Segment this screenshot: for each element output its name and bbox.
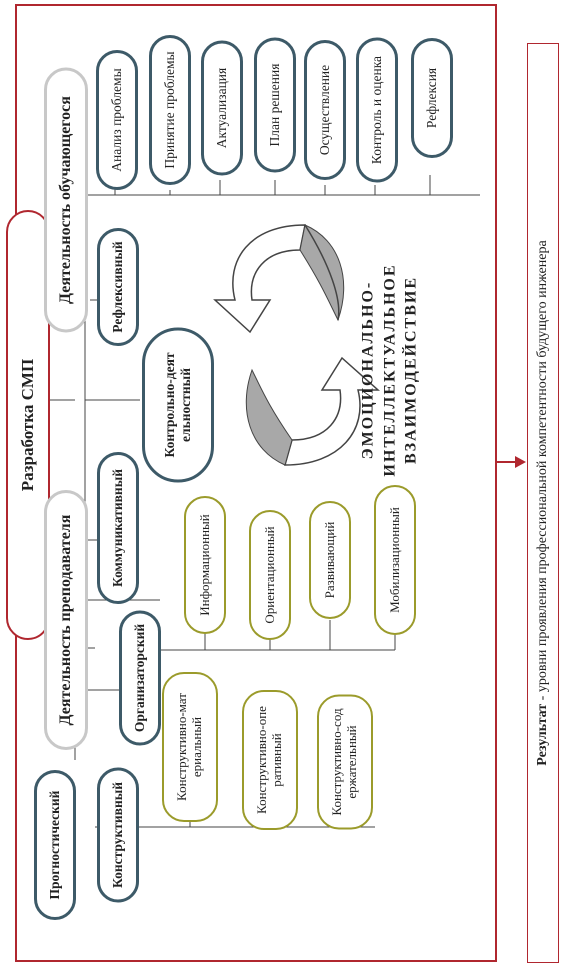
stage-plan-node: План решения bbox=[254, 37, 296, 173]
control-label: Контрольно-деятельностный bbox=[162, 352, 193, 458]
stage-actualization-label: Актуализация bbox=[214, 67, 230, 149]
stage-reflection-node: Рефлексия bbox=[411, 38, 453, 158]
interaction-line-3: ВЗАИМОДЕЙСТВИЕ bbox=[402, 276, 420, 465]
stage-analysis-node: Анализ проблемы bbox=[96, 50, 138, 190]
reflexive-node: Рефлексивный bbox=[97, 228, 139, 346]
communicative-node: Коммуникативный bbox=[97, 452, 139, 604]
stage-control-label: Контроль и оценка bbox=[369, 55, 385, 165]
informational-node: Информационный bbox=[184, 496, 226, 634]
constructive-operative-label: Конструктивно-оперативный bbox=[254, 706, 284, 814]
title-text: Разработка СМП bbox=[18, 358, 38, 492]
stage-acceptance-node: Принятие проблемы bbox=[149, 35, 191, 185]
stage-reflection-label: Рефлексия bbox=[424, 67, 440, 129]
result-box bbox=[527, 43, 559, 963]
stage-control-node: Контроль и оценка bbox=[356, 37, 398, 183]
prognostic-label: Прогностический bbox=[47, 790, 63, 900]
developing-node: Развивающий bbox=[309, 501, 351, 619]
constructive-content-node: Конструктивно-содержательный bbox=[317, 694, 373, 830]
organizational-label: Организаторский bbox=[132, 623, 148, 733]
mobilizational-node: Мобилизационный bbox=[374, 485, 416, 635]
orientational-node: Ориентационный bbox=[249, 510, 291, 640]
stage-plan-label: План решения bbox=[267, 63, 283, 147]
informational-label: Информационный bbox=[196, 514, 212, 616]
constructive-node: Конструктивный bbox=[97, 767, 139, 903]
interaction-line-2: ИНТЕЛЛЕКТУАЛЬНОЕ bbox=[381, 263, 399, 477]
interaction-cycle-arrows bbox=[213, 224, 380, 466]
constructive-material-node: Конструктивно-материальный bbox=[162, 672, 218, 822]
constructive-label: Конструктивный bbox=[110, 781, 126, 889]
stage-analysis-label: Анализ проблемы bbox=[109, 68, 125, 172]
prognostic-node: Прогностический bbox=[34, 770, 76, 920]
result-label: Результат bbox=[535, 703, 550, 766]
teacher-activity-label: Деятельность преподавателя bbox=[56, 514, 74, 726]
constructive-content-label: Конструктивно-содержательный bbox=[329, 708, 359, 816]
developing-label: Развивающий bbox=[321, 521, 337, 599]
organizational-node: Организаторский bbox=[119, 610, 161, 746]
constructive-operative-node: Конструктивно-оперативный bbox=[242, 690, 298, 830]
student-activity-node: Деятельность обучающегося bbox=[44, 67, 88, 333]
constructive-material-label: Конструктивно-материальный bbox=[174, 693, 204, 801]
result-text: Результат - уровни проявления профессион… bbox=[535, 240, 551, 765]
stage-acceptance-label: Принятие проблемы bbox=[162, 51, 178, 169]
stage-actualization-node: Актуализация bbox=[201, 40, 243, 176]
student-activity-label: Деятельность обучающегося bbox=[56, 96, 74, 304]
emotional-intellectual-interaction: ЭМОЦИОНАЛЬНО- ИНТЕЛЛЕКТУАЛЬНОЕ ВЗАИМОДЕЙ… bbox=[358, 263, 423, 476]
result-arrow-icon bbox=[497, 456, 526, 468]
mobilizational-label: Мобилизационный bbox=[386, 507, 402, 613]
reflexive-label: Рефлексивный bbox=[110, 241, 126, 333]
communicative-label: Коммуникативный bbox=[110, 468, 126, 588]
interaction-line-1: ЭМОЦИОНАЛЬНО- bbox=[359, 280, 377, 460]
stage-execution-label: Осуществление bbox=[317, 64, 333, 156]
orientational-label: Ориентационный bbox=[261, 526, 277, 624]
teacher-activity-node: Деятельность преподавателя bbox=[44, 490, 88, 750]
result-description: - уровни проявления профессиональной ком… bbox=[535, 240, 550, 704]
control-node: Контрольно-деятельностный bbox=[142, 327, 214, 483]
stage-execution-node: Осуществление bbox=[304, 40, 346, 180]
